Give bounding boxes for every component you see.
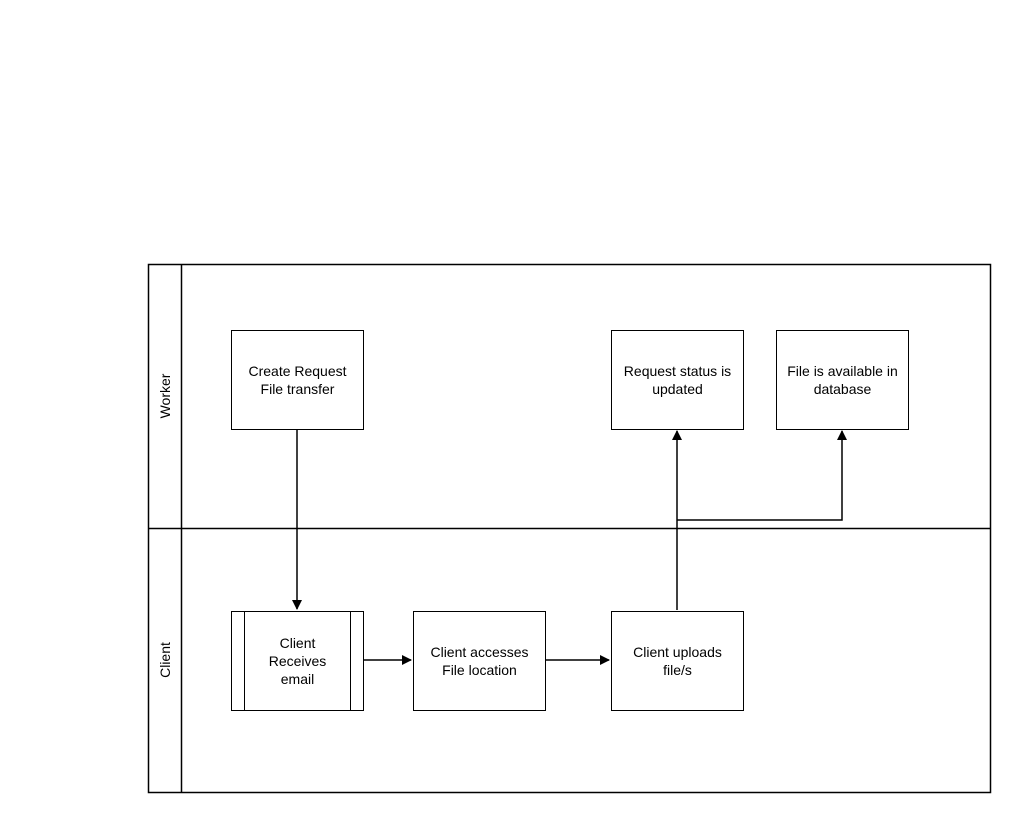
connector-uploads-to-database [677,430,847,521]
node-create-request[interactable]: Create Request File transfer [231,330,364,430]
node-client-uploads-files[interactable]: Client uploads file/s [611,611,744,711]
node-client-receives-email[interactable]: Client Receives email [231,611,364,711]
lane-label-worker: Worker [157,373,173,419]
node-client-accesses-file[interactable]: Client accesses File location [413,611,546,711]
lane-label-client: Client [157,642,173,678]
node-request-status-updated[interactable]: Request status is updated [611,330,744,430]
node-file-available-database[interactable]: File is available in database [776,330,909,430]
